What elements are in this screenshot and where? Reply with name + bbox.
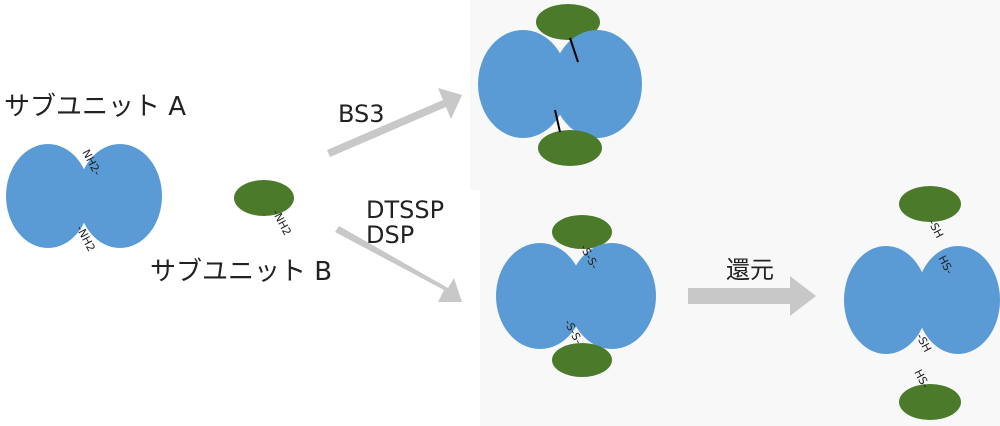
subunit-b-shape [234, 180, 294, 216]
reagent-bs3-label: BS3 [338, 100, 385, 128]
reduced-subunit-b-top [899, 186, 961, 222]
bs3-crosslink-bottom [554, 109, 561, 133]
reduced-subunit-b-bottom [899, 384, 961, 420]
subunit-a-shape [6, 144, 162, 248]
bs3-complex [478, 4, 642, 166]
arrow-bs3 [327, 88, 462, 157]
nh2-label-b: -NH2 [269, 207, 293, 237]
reduced-subunit-a [844, 246, 1000, 354]
bs3-crosslink-top [569, 37, 579, 63]
subunit-b-label: サブユニット B [150, 257, 332, 287]
ss-subunit-b-top [552, 215, 612, 249]
ss-complex: -S-S- -S-S- [496, 215, 656, 377]
arrow-dtssp-dsp [335, 226, 462, 302]
reduction-label: 還元 [726, 256, 774, 284]
bs3-subunit-a [478, 30, 642, 138]
subunit-a-label: サブユニット A [4, 92, 186, 122]
bs3-subunit-b-top [536, 4, 600, 40]
ss-subunit-b-bottom [552, 343, 612, 377]
bs3-subunit-b-bottom [538, 130, 602, 166]
reagent-dtssp-label: DTSSP [366, 196, 444, 224]
arrow-reduction [688, 276, 816, 316]
reagent-dsp-label: DSP [366, 221, 414, 249]
ss-subunit-a [496, 243, 656, 349]
